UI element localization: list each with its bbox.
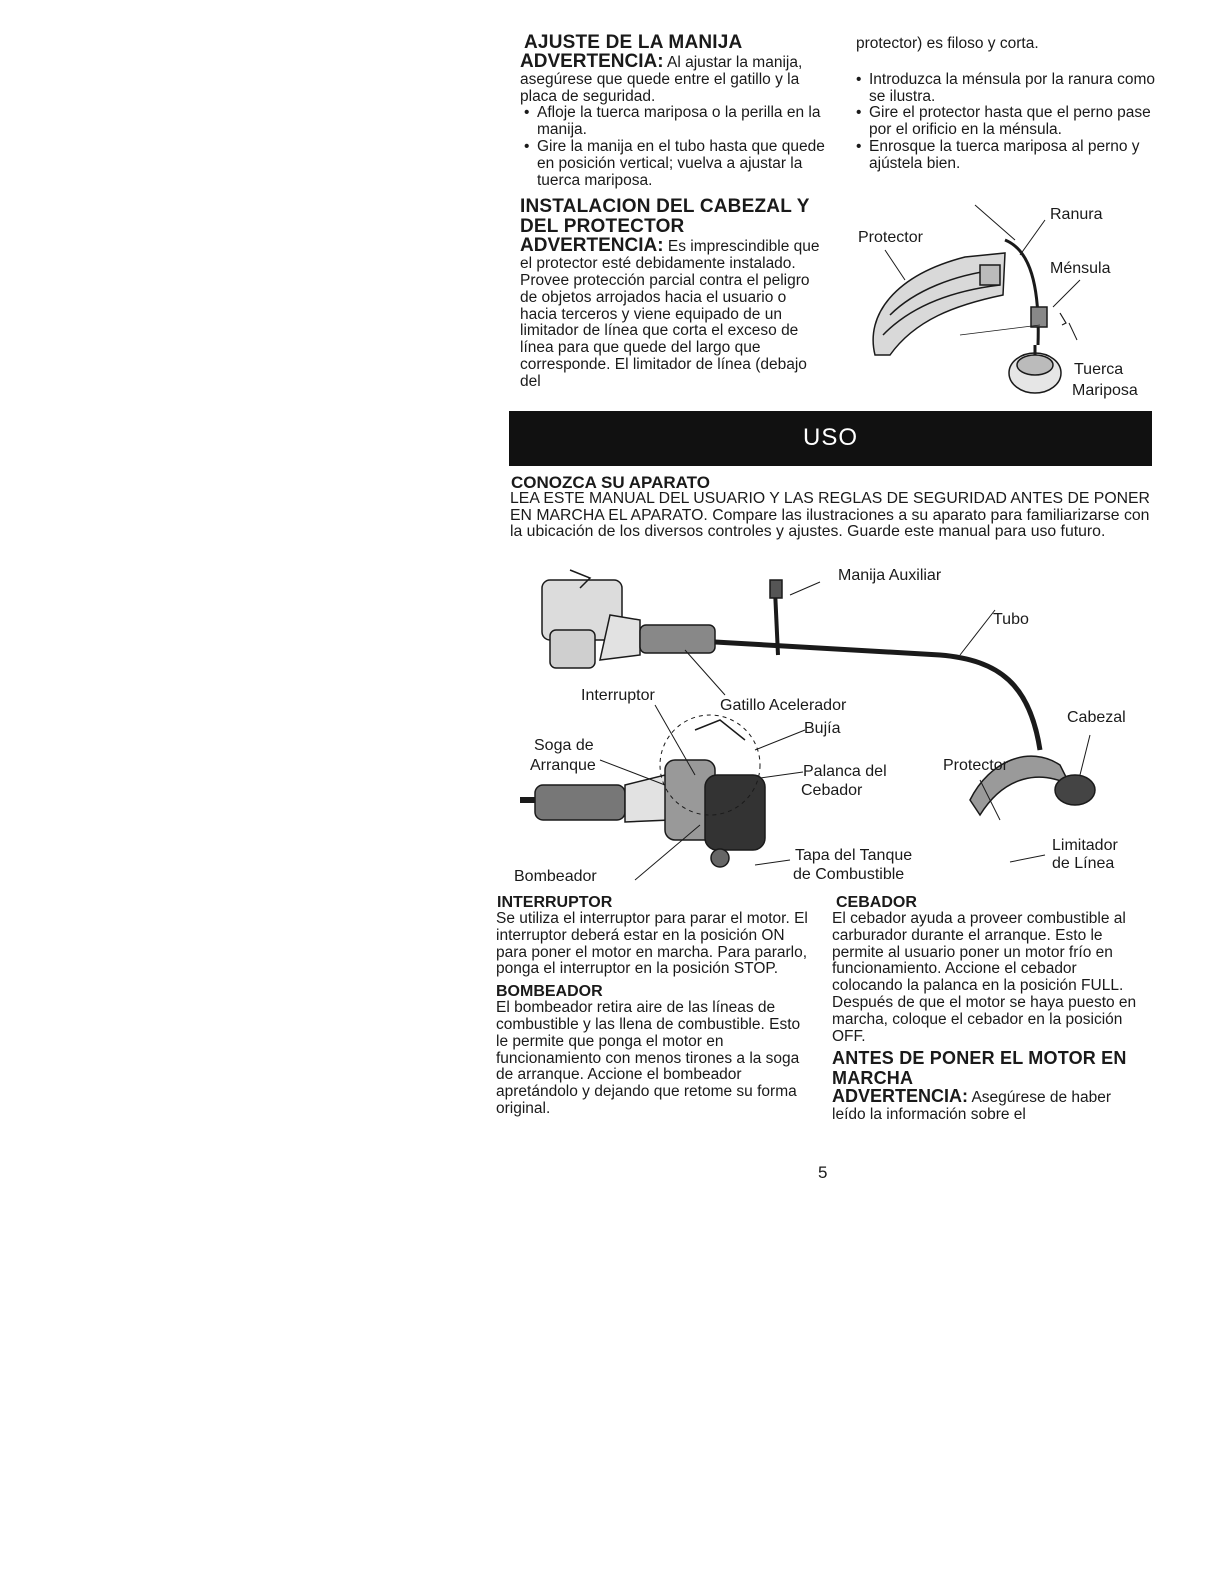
label-mensula: Ménsula xyxy=(1050,260,1111,277)
conozca-text: LEA ESTE MANUAL DEL USUARIO Y LAS REGLAS… xyxy=(510,490,1150,540)
label-ranura: Ranura xyxy=(1050,206,1103,223)
warning-instalacion: ADVERTENCIA: Es imprescindible que el pr… xyxy=(520,235,825,390)
label-manija-auxiliar: Manija Auxiliar xyxy=(838,567,942,584)
protector-installation-figure xyxy=(872,204,1081,394)
label-gatillo: Gatillo Acelerador xyxy=(720,697,847,714)
label-protector-main: Protector xyxy=(943,757,1008,774)
label-mariposa: Mariposa xyxy=(1072,382,1138,399)
label-limitador: Limitador xyxy=(1052,837,1118,854)
warning-label: ADVERTENCIA: xyxy=(520,235,664,257)
label-arranque: Arranque xyxy=(530,757,596,774)
section-bar-uso: USO xyxy=(509,411,1152,466)
warning-antes: ADVERTENCIA: Asegúrese de haber leído la… xyxy=(832,1086,1147,1124)
page-number: 5 xyxy=(818,1163,828,1182)
top-left-column: AJUSTE DE LA MANIJA ADVERTENCIA: Al ajus… xyxy=(520,33,825,391)
label-bujia: Bujía xyxy=(804,720,841,737)
bullets-ajuste: Afloje la tuerca mariposa o la perilla e… xyxy=(524,105,825,189)
label-cebador: Cebador xyxy=(801,782,863,799)
label-interruptor: Interruptor xyxy=(581,687,655,704)
warning-text: Al ajustar la manija, asegúrese que qued… xyxy=(520,54,803,105)
continuation-text: protector) es filoso y corta. xyxy=(856,35,1039,52)
label-soga-de: Soga de xyxy=(534,737,594,754)
heading-instalacion: INSTALACION DEL CABEZAL Y DEL PROTECTOR xyxy=(520,196,810,238)
heading-antes-de-poner: ANTES DE PONER EL MOTOR EN MARCHA xyxy=(832,1048,1127,1089)
label-palanca-del: Palanca del xyxy=(803,763,887,780)
warning-label: ADVERTENCIA: xyxy=(832,1086,969,1107)
heading-conozca: CONOZCA SU APARATO xyxy=(511,473,710,492)
conozca-section: CONOZCA SU APARATO LEA ESTE MANUAL DEL U… xyxy=(510,474,1155,541)
label-tapa-del-tanque: Tapa del Tanque xyxy=(795,847,913,864)
label-protector-small: Protector xyxy=(858,229,923,246)
bottom-right-column: CEBADOR El cebador ayuda a proveer combu… xyxy=(832,894,1147,1124)
bullet-item: Introduzca la ménsula por la ranura como… xyxy=(856,71,1156,106)
label-tuerca: Tuerca xyxy=(1074,361,1124,378)
bullet-item: Enrosque la tuerca mariposa al perno y a… xyxy=(856,138,1156,173)
bullet-item: Gire el protector hasta que el perno pas… xyxy=(856,105,1156,139)
top-right-column: protector) es filoso y corta. Introduzca… xyxy=(856,35,1156,173)
text-interruptor: Se utiliza el interruptor para parar el … xyxy=(496,910,808,978)
label-bombeador: Bombeador xyxy=(514,868,597,885)
heading-interruptor: INTERRUPTOR xyxy=(497,894,613,911)
label-de-combustible: de Combustible xyxy=(793,866,905,883)
bullet-item: Gire la manija en el tubo hasta que qued… xyxy=(524,138,825,189)
warning-ajuste: ADVERTENCIA: Al ajustar la manija, asegú… xyxy=(520,51,825,105)
text-cebador: El cebador ayuda a proveer combustible a… xyxy=(832,910,1137,1045)
heading-ajuste-manija: AJUSTE DE LA MANIJA xyxy=(524,32,743,53)
warning-label: ADVERTENCIA: xyxy=(520,51,664,72)
heading-cebador: CEBADOR xyxy=(836,894,917,911)
text-bombeador: El bombeador retira aire de las líneas d… xyxy=(496,999,801,1117)
heading-bombeador: BOMBEADOR xyxy=(496,983,603,1001)
bullets-protector: Introduzca la ménsula por la ranura como… xyxy=(856,71,1156,173)
warning-text: Asegúrese de haber leído la información … xyxy=(832,1089,1112,1124)
bullet-item: Afloje la tuerca mariposa o la perilla e… xyxy=(524,105,825,139)
trimmer-figure xyxy=(520,569,1096,881)
label-de-linea: de Línea xyxy=(1052,855,1115,872)
label-cabezal: Cabezal xyxy=(1067,709,1126,726)
section-title: USO xyxy=(802,424,858,451)
bottom-left-column: INTERRUPTOR Se utiliza el interruptor pa… xyxy=(496,894,814,1118)
warning-text: Es imprescindible que el protector esté … xyxy=(520,238,820,390)
label-tubo: Tubo xyxy=(993,611,1029,628)
